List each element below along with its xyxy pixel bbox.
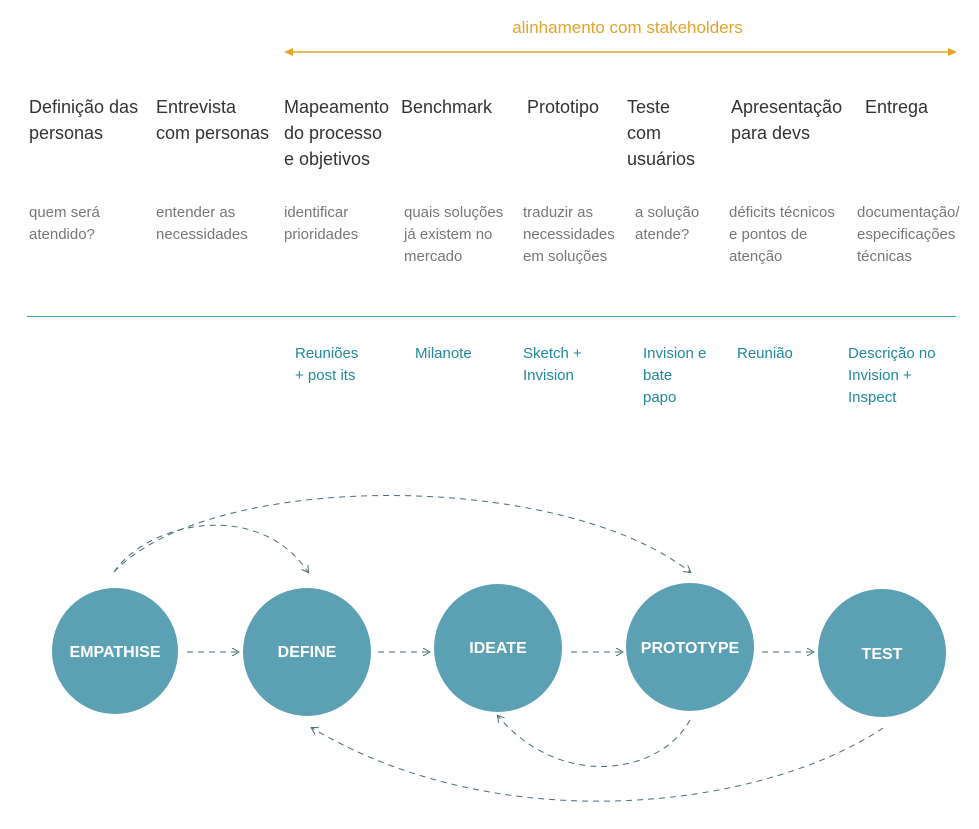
stage-tools-user-test: Invision e bate papo: [643, 345, 707, 406]
loop-prototype-ideate: [498, 716, 691, 767]
stage-title-prototype: Prototipo: [527, 97, 600, 117]
loop-empathise-define: [113, 524, 308, 572]
stage-desc-benchmark: quais soluções já existem no mercado: [404, 204, 504, 265]
stage-title-personas: Definição das personas: [29, 97, 139, 143]
stage-desc-dev-presentation: déficits técnicos e pontos de atenção: [729, 204, 835, 265]
stage-title-dev-presentation: Apresentação para devs: [731, 97, 843, 143]
loop-empathise-prototype: [113, 495, 690, 573]
stage-title-benchmark: Benchmark: [401, 97, 493, 117]
stakeholder-alignment-banner: alinhamento com stakeholders: [0, 18, 979, 42]
stage-tools-mapping: Reuniões + post its: [295, 345, 359, 384]
stage-desc-user-test: a solução atende?: [635, 204, 700, 243]
stage-tools-prototype: Sketch + Invision: [523, 345, 582, 384]
banner-label: alinhamento com stakeholders: [512, 18, 743, 37]
stage-title-delivery: Entrega: [865, 97, 929, 117]
node-label-ideate: IDEATE: [469, 640, 527, 657]
node-label-empathise: EMPATHISE: [70, 644, 161, 661]
stage-desc-prototype: traduzir as necessidades em soluções: [523, 204, 615, 265]
node-label-prototype: PROTOTYPE: [641, 640, 740, 657]
stage-tools-benchmark: Milanote: [415, 345, 472, 362]
node-ideate: IDEATE: [434, 584, 562, 712]
section-divider: [27, 316, 956, 317]
node-label-define: DEFINE: [278, 644, 337, 661]
stage-desc-interview: entender as necessidades: [156, 204, 248, 243]
stage-tools-dev-presentation: Reunião: [737, 345, 793, 362]
node-empathise: EMPATHISE: [52, 588, 178, 714]
stage-title-user-test: Teste com usuários: [627, 97, 696, 169]
node-label-test: TEST: [862, 646, 903, 663]
node-prototype: PROTOTYPE: [626, 583, 754, 711]
stage-title-interview: Entrevista com personas: [156, 97, 270, 143]
stage-tools-delivery: Descrição no Invision + Inspect: [848, 345, 936, 406]
stage-desc-delivery: documentação/ especificações técnicas: [857, 204, 960, 265]
stage-desc-mapping: identificar prioridades: [284, 204, 359, 243]
stakeholder-range-arrow: [284, 48, 957, 56]
loop-test-define: [312, 728, 884, 802]
node-define: DEFINE: [243, 588, 371, 716]
stage-title-mapping: Mapeamento do processo e objetivos: [284, 97, 390, 169]
stage-desc-personas: quem será atendido?: [29, 204, 100, 243]
node-test: TEST: [818, 589, 946, 717]
